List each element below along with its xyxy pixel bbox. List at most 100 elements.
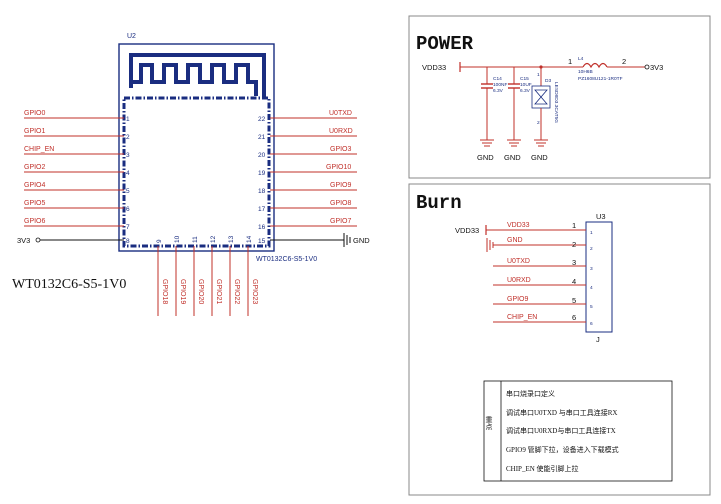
gnd-label: GND: [477, 153, 494, 162]
pin-number: 20: [258, 152, 266, 159]
u3-inner-number: 3: [590, 266, 593, 272]
c15-value: 10UF: [520, 82, 532, 88]
c14-value: 100NF: [493, 82, 507, 88]
u2-bottom-pins: 9 10 11 12 13 14 GPIO18 GPIO19 GPIO20 GP…: [156, 235, 258, 316]
pin-number: 1: [126, 116, 130, 123]
ground-symbol: [534, 139, 548, 147]
pin-label-gpio1: GPIO1: [24, 128, 46, 135]
burn-net-chip-en: CHIP_EN: [507, 314, 537, 321]
pin-label-gpio10: GPIO10: [326, 164, 351, 171]
pin-number: 8: [126, 238, 130, 245]
pin-number: 14: [246, 235, 253, 243]
pin-number: 5: [126, 188, 130, 195]
pin-label-gpio18: GPIO18: [161, 279, 168, 304]
u3-conn-label: J: [596, 335, 600, 344]
pin-number: 15: [258, 238, 266, 245]
pin-number: 11: [192, 236, 199, 243]
u3-inner-number: 5: [590, 304, 593, 310]
u2-outline: [118, 43, 275, 252]
pin-label-gpio7: GPIO7: [330, 218, 352, 225]
u2-value-label: WT0132C6-S5-1V0: [256, 256, 317, 263]
c15-ref: C15: [520, 76, 529, 82]
inductor-ref: L4: [578, 56, 584, 62]
u3-pin-number: 3: [572, 258, 576, 267]
c15-voltage: 6.3V: [520, 88, 531, 94]
net-label-vdd33-burn: VDD33: [455, 226, 479, 235]
pin-label-gpio22: GPIO22: [233, 279, 240, 304]
burn-net-u0rxd: U0RXD: [507, 277, 531, 284]
pin-label-gpio4: GPIO4: [24, 182, 46, 189]
pin-number: 10: [174, 235, 181, 243]
antenna-trace: [129, 53, 266, 98]
gnd-label: GND: [504, 153, 521, 162]
burn-frame: [408, 183, 711, 496]
u3-pin-number: 1: [572, 221, 576, 230]
pin-number: 19: [258, 170, 266, 177]
net-label-gnd: GND: [353, 236, 370, 245]
u3-pin-number: 6: [572, 313, 576, 322]
u3-connector-body: [585, 221, 613, 333]
pin-label-chip-en: CHIP_EN: [24, 146, 54, 153]
pin-label-gpio6: GPIO6: [24, 218, 46, 225]
pin-label-gpio5: GPIO5: [24, 200, 46, 207]
notes-frame: [483, 380, 673, 482]
note-line: 串口烧录口定义: [506, 389, 555, 398]
d3-symbol: [534, 89, 548, 105]
burn-net-vdd33: VDD33: [507, 222, 530, 229]
notes-table: 重点 串口烧录口定义 调试串口U0TXD 与串口工具连接RX 调试串口U0RXD…: [483, 380, 673, 482]
u3-inner-number: 4: [590, 285, 593, 291]
pin-label-gpio9: GPIO9: [330, 182, 352, 189]
u3-pin-number: 4: [572, 277, 576, 286]
pin-label-gpio20: GPIO20: [197, 279, 204, 304]
pin-label-gpio23: GPIO23: [251, 279, 258, 304]
pin-number: 16: [258, 224, 266, 231]
pin-number: 9: [156, 239, 163, 243]
pin-label-gpio0: GPIO0: [24, 110, 46, 117]
power-frame: [408, 15, 711, 179]
burn-title: Burn: [416, 192, 462, 214]
net-port-3v3: [35, 237, 41, 243]
ground-symbol: [480, 139, 494, 147]
pin-label-gpio2: GPIO2: [24, 164, 46, 171]
note-line: CHIP_EN 使能引脚上拉: [506, 464, 579, 473]
inductor-symbol: [582, 62, 608, 69]
u3-inner-number: 2: [590, 246, 593, 252]
u2-left-pins: GPIO0 1 GPIO1 2 CHIP_EN 3 GPIO2 4 GPIO4 …: [17, 110, 130, 245]
pin-number: 21: [258, 134, 266, 141]
burn-net-gpio9: GPIO9: [507, 296, 529, 303]
ground-symbol: [343, 233, 351, 247]
d3-part: LESD8D3.3CAT5G: [553, 82, 559, 123]
net-label-3v3-out: 3V3: [650, 63, 663, 72]
notes-key-label: 重点: [485, 416, 493, 431]
u3-pin-number: 5: [572, 296, 576, 305]
u2-ref: U2: [127, 33, 136, 40]
u3-inner-number: 1: [590, 230, 593, 236]
power-title: POWER: [416, 33, 474, 55]
pin-number: 17: [258, 206, 266, 213]
pin-number: 13: [228, 235, 235, 243]
u3-ref: U3: [596, 212, 606, 221]
net-label-vdd33: VDD33: [422, 63, 446, 72]
c14-ref: C14: [493, 76, 502, 82]
pin-label-gpio3: GPIO3: [330, 146, 352, 153]
burn-block: Burn U3 J VDD33 VDD33 GND U0TXD U0RXD GP…: [408, 183, 711, 496]
u2-part-name: WT0132C6-S5-1V0: [12, 277, 126, 292]
pin-number: 22: [258, 116, 266, 123]
d3-pin2: 2: [537, 120, 540, 126]
d3-ref: D3: [545, 78, 551, 84]
ground-symbol: [507, 139, 521, 147]
inductor-pin1: 1: [568, 57, 572, 66]
burn-net-u0txd: U0TXD: [507, 258, 530, 265]
pin-label-gpio19: GPIO19: [179, 279, 186, 304]
pin-number: 6: [126, 206, 130, 213]
u2-shield-outline: [122, 96, 271, 248]
pin-number: 2: [126, 134, 130, 141]
u3-inner-number: 6: [590, 321, 593, 327]
c14-voltage: 6.3V: [493, 88, 504, 94]
note-line: GPIO9 管脚下拉，设备进入下载模式: [506, 445, 619, 454]
u2-module: U2 WT0132C6-S5-1V0 WT0132C6-S5-1V0 GPIO0…: [12, 33, 370, 316]
u3-pin-number: 2: [572, 240, 576, 249]
pin-number: 12: [210, 235, 217, 243]
pin-number: 3: [126, 152, 130, 159]
